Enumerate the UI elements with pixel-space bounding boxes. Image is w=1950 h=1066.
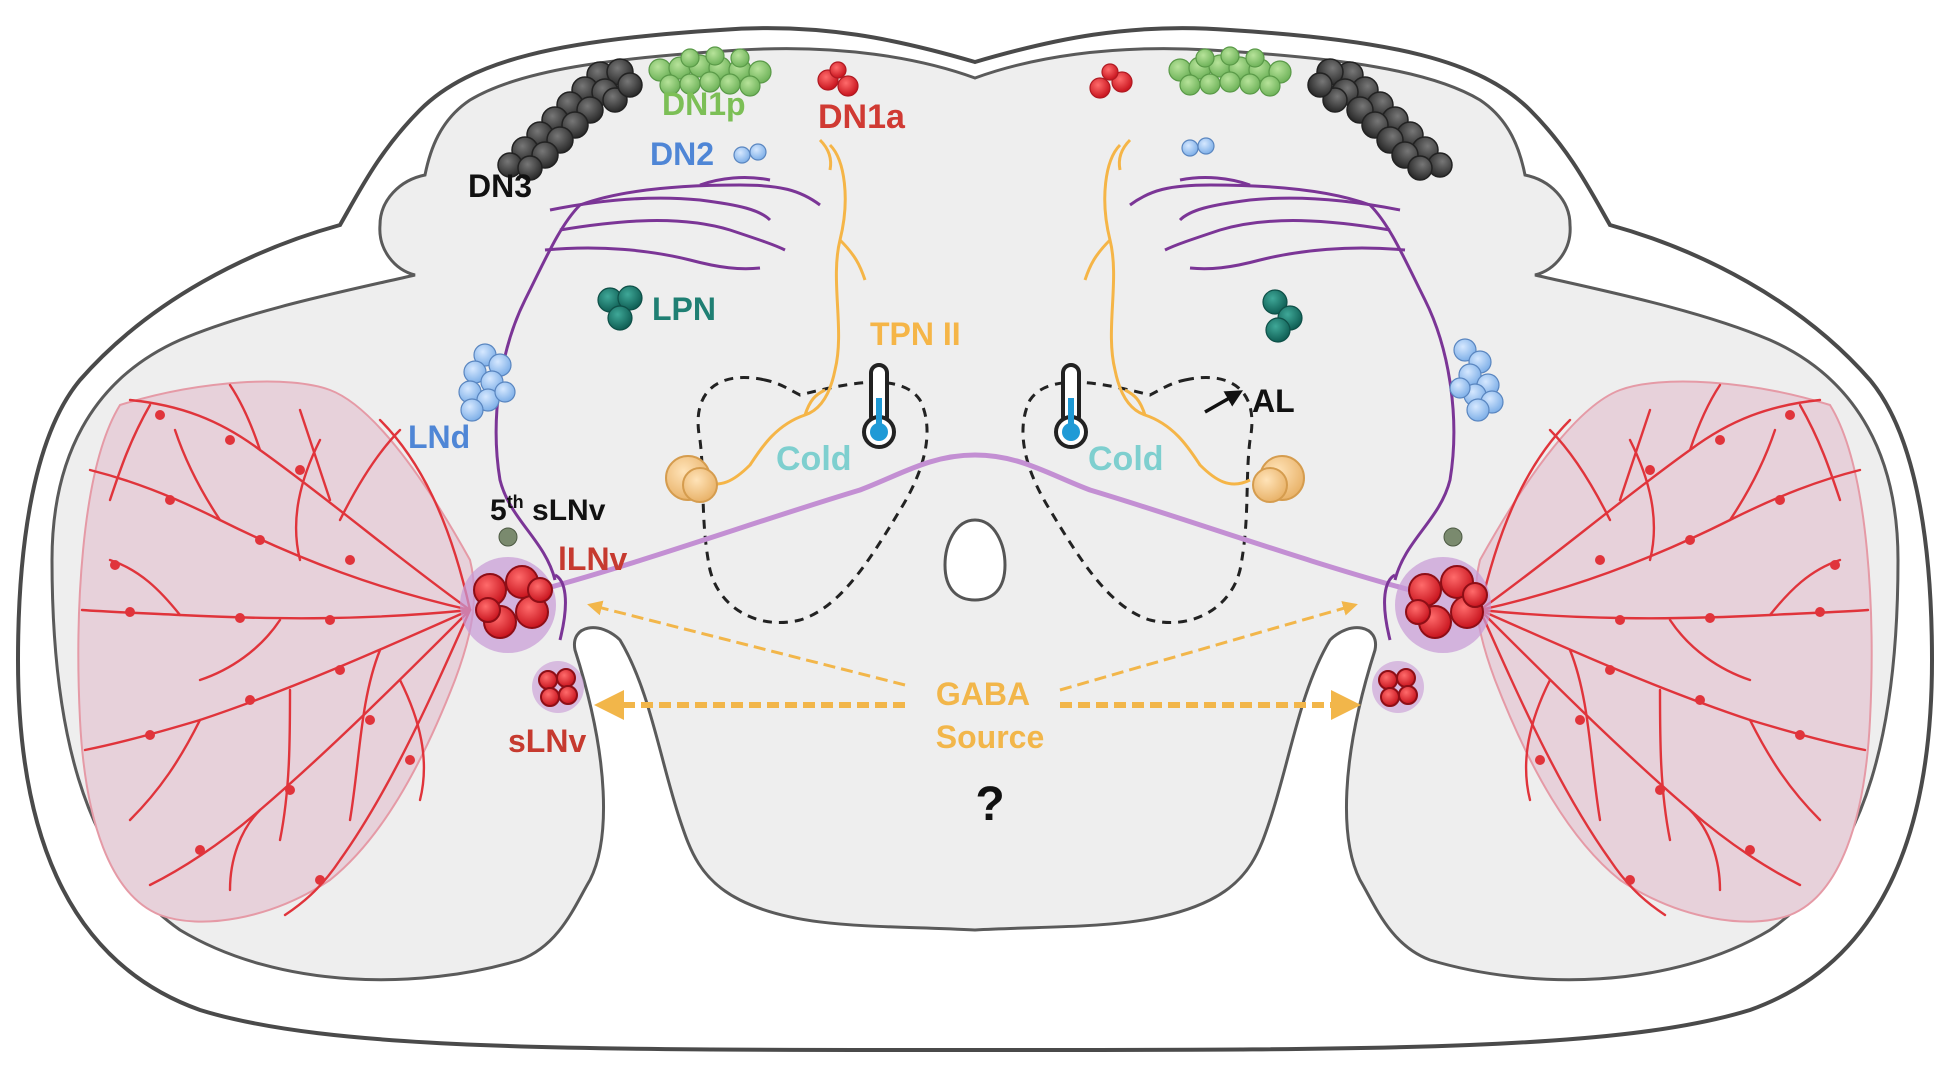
pdf-commissure [539, 452, 1411, 593]
slnv-projection-left [494, 176, 821, 641]
dn1p-label: DN1p [662, 86, 746, 122]
dn1p-cells-right [1168, 46, 1292, 97]
cold-label-left: Cold [776, 440, 852, 478]
llnv-arborization-right [1478, 383, 1870, 917]
cold-label-right: Cold [1088, 440, 1164, 478]
llnv-label: lLNv [558, 541, 628, 577]
dn2-label: DN2 [650, 136, 714, 172]
llnv-cells-right [1395, 557, 1491, 653]
dn1a-label: DN1a [818, 98, 906, 136]
al-arrow [1204, 390, 1244, 414]
llnv-arborization-left [80, 383, 472, 917]
llnv-varicosities-left [110, 410, 415, 885]
al-label: AL [1252, 383, 1295, 419]
gaba-source-label: Source [936, 719, 1044, 755]
lnd-label: LNd [408, 419, 470, 455]
brain-outline [50, 47, 1900, 982]
lpn-cells-left [597, 285, 643, 331]
tpn2-label: TPN II [870, 316, 961, 352]
slnv-cells-right [1372, 661, 1424, 713]
al-bulb-left [665, 455, 718, 503]
gaba-arrow-to-llnv-left [587, 600, 906, 687]
lpn-label: LPN [652, 291, 716, 327]
thermometer-icon [1054, 363, 1088, 449]
dn1p-cells-left [648, 46, 772, 97]
optic-lobe-left [77, 380, 475, 923]
gaba-arrows [587, 600, 1361, 720]
al-bulb-right [1252, 455, 1305, 503]
tpn2-projection-right [1083, 138, 1251, 486]
lnd-cells-right [1449, 338, 1504, 422]
fifth-slnv-cell-left [498, 527, 518, 547]
central-foramen [943, 518, 1007, 602]
thermometer-icon [862, 363, 896, 449]
dn3-cells-left [497, 58, 643, 181]
dn1a-cells-right [1089, 63, 1133, 99]
slnv-cells-left [532, 661, 584, 713]
dn2-cells-left [733, 143, 767, 164]
unknown-source-mark: ? [975, 778, 1004, 831]
fifth-slnv-label: 5th sLNv [490, 492, 606, 527]
antennal-lobe-left [696, 376, 929, 625]
dn2-cells-right [1181, 137, 1215, 157]
fifth-slnv-cell-right [1443, 527, 1463, 547]
antennal-lobe-right [1021, 376, 1254, 625]
lpn-cells-right [1262, 289, 1303, 343]
slnv-label: sLNv [508, 723, 586, 759]
dn1a-cells-left [817, 61, 859, 97]
lnd-cells-left [458, 343, 516, 422]
gaba-label: GABA [936, 676, 1030, 712]
llnv-cells-left [460, 557, 556, 653]
tpn2-projection-left [699, 138, 867, 486]
gaba-arrow-to-llnv-right [1059, 601, 1358, 692]
optic-lobe-right [1475, 380, 1873, 923]
slnv-projection-right [1129, 176, 1456, 641]
dn3-cells-right [1307, 58, 1453, 181]
dn3-label: DN3 [468, 168, 532, 204]
